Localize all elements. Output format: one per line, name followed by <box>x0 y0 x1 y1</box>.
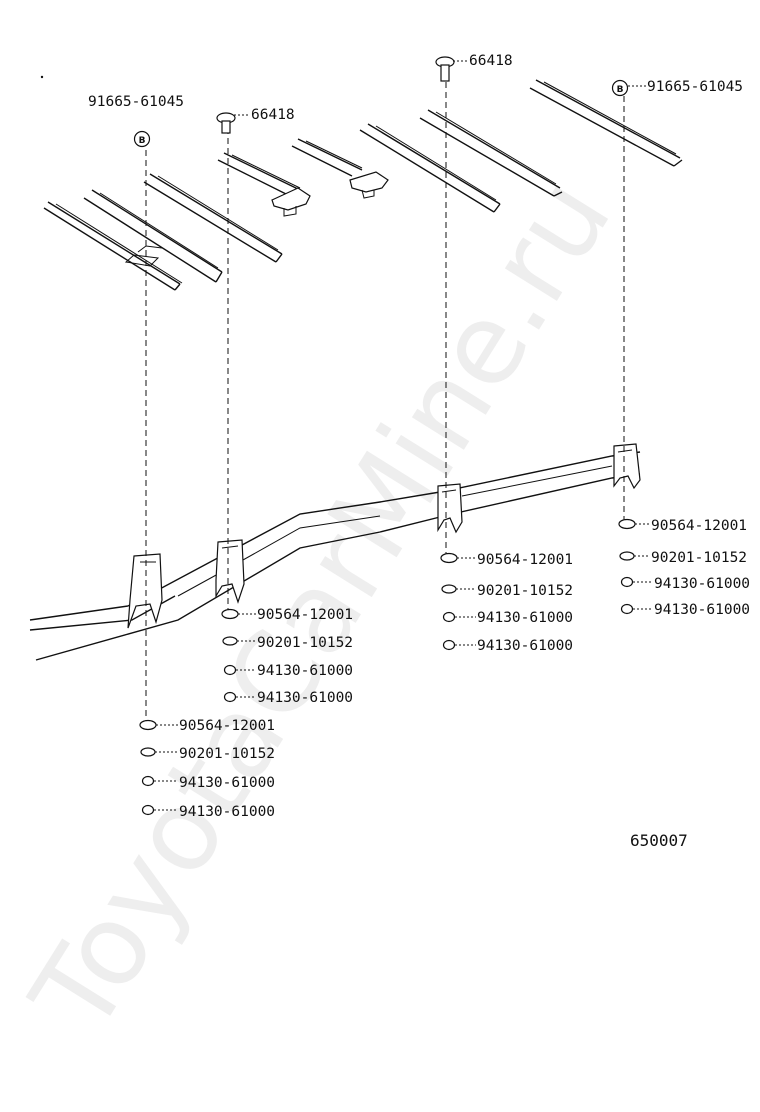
assembly-lines <box>145 82 625 724</box>
nut-icon <box>141 804 155 816</box>
callout-bolt-right: 66418 <box>469 53 513 69</box>
callout-s3-nut-b: 94130-61000 <box>477 638 573 654</box>
callout-s2-washer: 90564-12001 <box>257 607 353 623</box>
callout-s3-cushion: 90201-10152 <box>477 583 573 599</box>
callout-s4-nut-b: 94130-61000 <box>654 602 750 618</box>
mount-bracket-4 <box>613 443 641 490</box>
bolt-right-icon <box>435 56 455 82</box>
washer-icon <box>440 552 458 564</box>
nut-icon <box>442 611 456 623</box>
svg-text:B: B <box>139 136 146 146</box>
svg-text:B: B <box>617 85 624 95</box>
pin-b-left-icon: B <box>133 130 151 148</box>
callout-s4-washer: 90564-12001 <box>651 518 747 534</box>
stack-1: 90564-12001 90201-10152 94130-61000 9413… <box>139 718 275 820</box>
callout-s4-nut-a: 94130-61000 <box>654 576 750 592</box>
mount-bracket-3 <box>437 483 463 534</box>
cross-member-1 <box>43 201 183 291</box>
callout-s2-nut-b: 94130-61000 <box>257 690 353 706</box>
nut-icon <box>620 603 634 615</box>
callout-pin-left: 91665-61045 <box>88 94 184 110</box>
callout-s1-nut-a: 94130-61000 <box>179 775 275 791</box>
cushion-icon <box>619 551 635 561</box>
callout-s1-nut-b: 94130-61000 <box>179 804 275 820</box>
washer-icon <box>618 518 636 530</box>
callout-pin-right: 91665-61045 <box>647 79 743 95</box>
floor-cross-members <box>43 79 683 291</box>
cross-member-7 <box>419 109 563 197</box>
pin-b-right-icon: B <box>611 79 629 97</box>
nut-icon <box>620 576 634 588</box>
watermark: ToyotaCarMine.ru <box>7 156 636 1055</box>
callout-s2-cushion: 90201-10152 <box>257 635 353 651</box>
nut-icon <box>442 639 456 651</box>
frame-side-rail <box>29 451 641 661</box>
diagram-code: 650007 <box>630 831 688 850</box>
nut-icon <box>223 664 237 676</box>
cross-member-5 <box>291 138 389 199</box>
callout-s3-nut-a: 94130-61000 <box>477 610 573 626</box>
mount-bracket-2 <box>215 539 245 604</box>
callout-s1-washer: 90564-12001 <box>179 718 275 734</box>
bolt-left-icon <box>216 112 236 134</box>
speck <box>40 75 44 79</box>
nut-icon <box>141 775 155 787</box>
cushion-icon <box>441 584 457 594</box>
washer-icon <box>221 608 239 620</box>
cross-member-2 <box>83 189 223 283</box>
washer-icon <box>139 719 157 731</box>
callout-bolt-left: 66418 <box>251 107 295 123</box>
mount-bracket-1 <box>127 553 163 629</box>
cross-member-8 <box>529 79 683 167</box>
cushion-icon <box>222 636 238 646</box>
callout-s4-cushion: 90201-10152 <box>651 550 747 566</box>
callout-s1-cushion: 90201-10152 <box>179 746 275 762</box>
nut-icon <box>223 691 237 703</box>
cushion-icon <box>140 747 156 757</box>
stack-4: 90564-12001 90201-10152 94130-61000 9413… <box>618 518 750 618</box>
cross-member-3 <box>143 173 283 263</box>
stack-2: 90564-12001 90201-10152 94130-61000 9413… <box>221 607 353 706</box>
callout-s2-nut-a: 94130-61000 <box>257 663 353 679</box>
cross-member-6 <box>359 123 501 213</box>
stack-3: 90564-12001 90201-10152 94130-61000 9413… <box>440 552 573 654</box>
callout-s3-washer: 90564-12001 <box>477 552 573 568</box>
cross-member-4 <box>217 152 311 217</box>
